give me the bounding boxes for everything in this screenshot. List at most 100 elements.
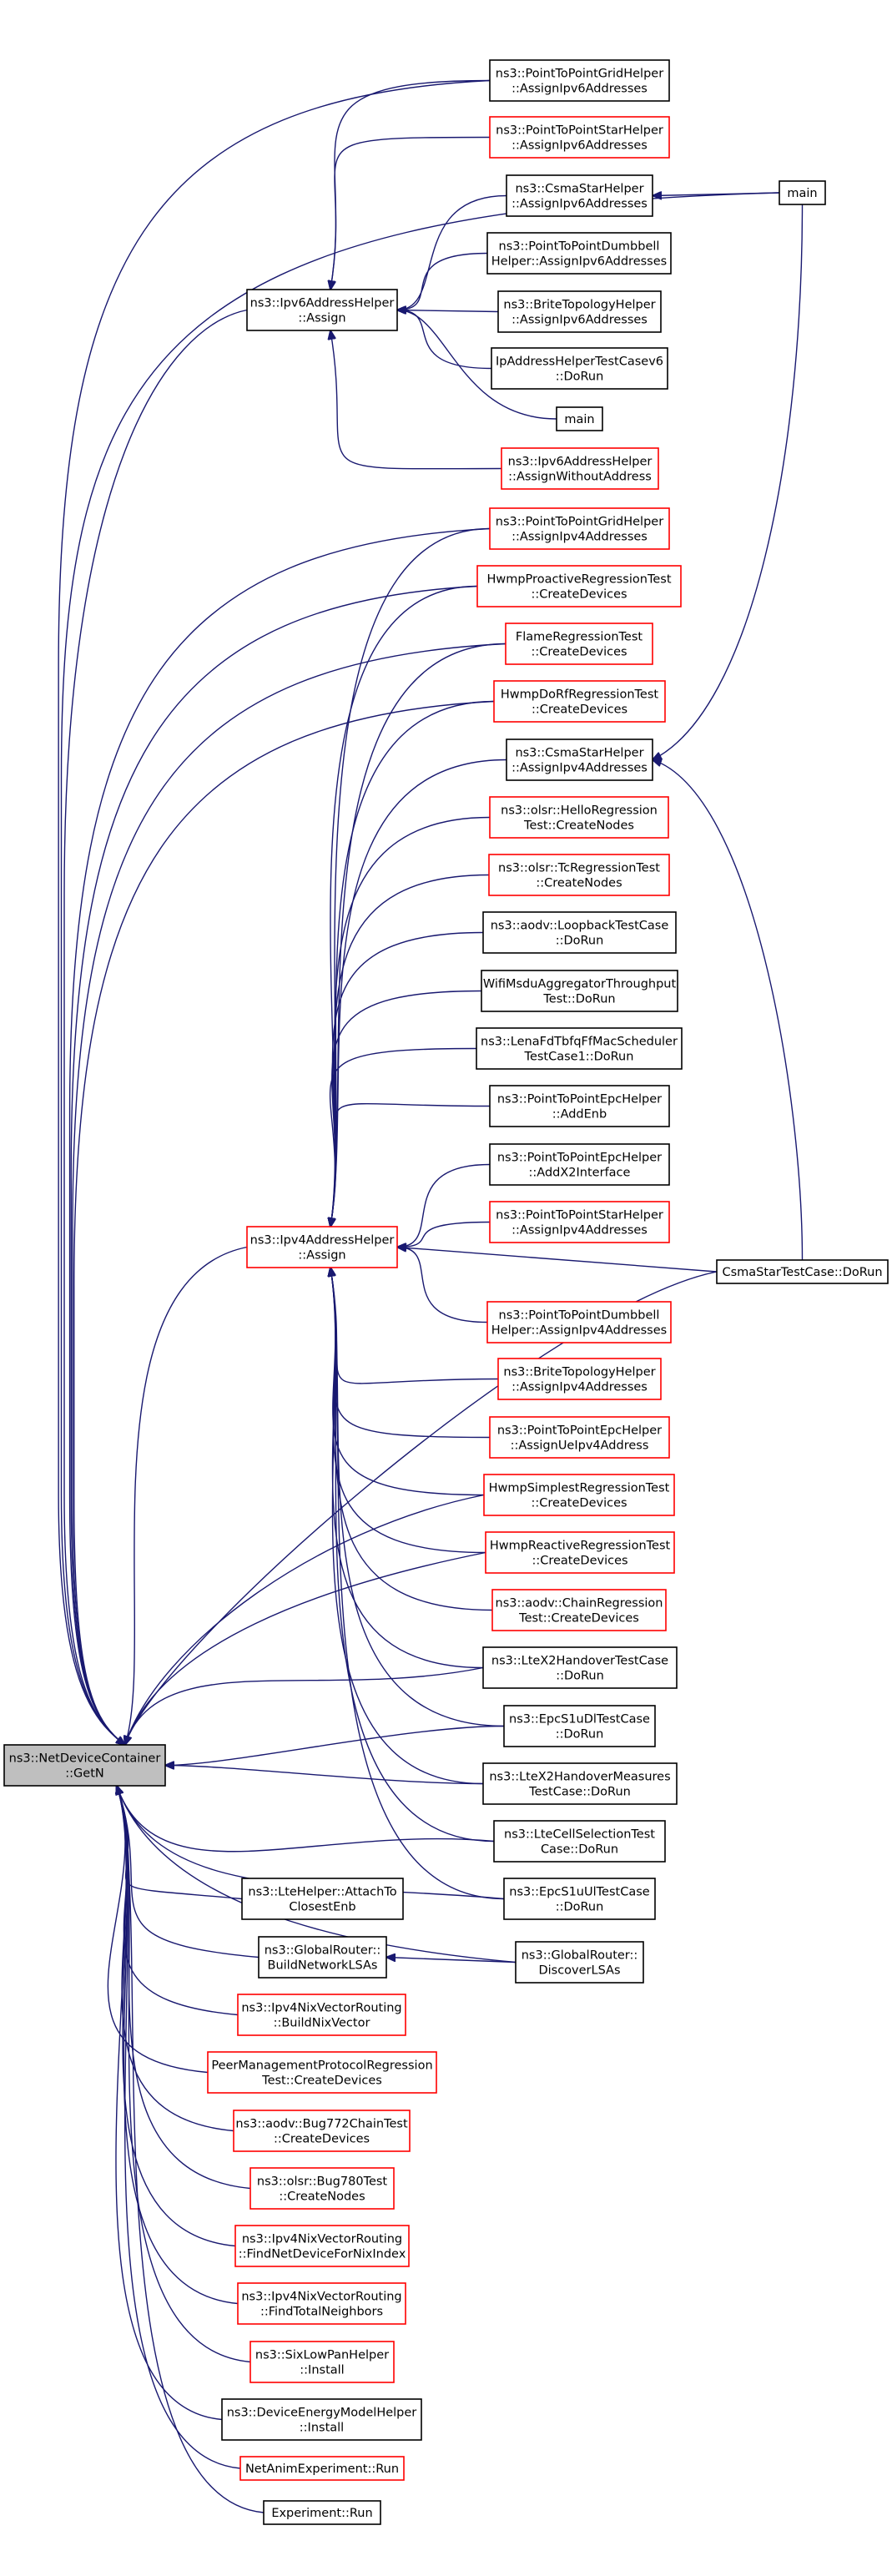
node-label-line: HwmpReactiveRegressionTest (490, 1540, 671, 1553)
node-aodvbug[interactable]: ns3::aodv::Bug772ChainTest::CreateDevice… (233, 2110, 411, 2152)
node-lenafd[interactable]: ns3::LenaFdTbfqFfMacSchedulerTestCase1::… (476, 1027, 683, 1070)
node-brite6[interactable]: ns3::BriteTopologyHelper::AssignIpv6Addr… (497, 290, 662, 333)
node-box (207, 2051, 437, 2094)
node-grbuild[interactable]: ns3::GlobalRouter::BuildNetworkLSAs (258, 1936, 387, 1979)
node-label-line: ns3::DeviceEnergyModelHelper (227, 2407, 417, 2420)
node-main-right[interactable]: main (779, 180, 826, 205)
node-label-line: ::AssignIpv6Addresses (512, 314, 648, 327)
node-iptest6[interactable]: IpAddressHelperTestCasev6::DoRun (491, 347, 668, 390)
call-edge-grdiscover-to-getn (117, 1786, 517, 1964)
node-p2pstar6[interactable]: ns3::PointToPointStarHelper::AssignIpv6A… (489, 116, 670, 159)
call-edge-p2pstar4-to-ipv4assign (397, 1221, 491, 1248)
call-edge-flame-to-getn (72, 643, 506, 1746)
node-hwmpdorf[interactable]: HwmpDoRfRegressionTest::CreateDevices (493, 680, 666, 723)
node-nixfind[interactable]: ns3::Ipv4NixVectorRouting::FindNetDevice… (234, 2225, 410, 2267)
node-p2pepcue[interactable]: ns3::PointToPointEpcHelper::AssignUeIpv4… (489, 1416, 670, 1459)
call-edge-p2pepcenb-to-ipv4assign (330, 1102, 491, 1227)
call-edge-aodvchain-to-ipv4assign (330, 1268, 493, 1611)
node-main-small[interactable]: main (556, 406, 603, 431)
node-label-line: Test::CreateNodes (523, 819, 634, 833)
node-box (476, 565, 682, 607)
node-ltex2ho[interactable]: ns3::LteX2HandoverTestCase::DoRun (482, 1646, 678, 1689)
node-csmastar6[interactable]: ns3::CsmaStarHelper::AssignIpv6Addresses (506, 174, 653, 217)
node-label-line: ::AddX2Interface (529, 1167, 631, 1180)
node-experiment[interactable]: Experiment::Run (263, 2500, 381, 2525)
node-netanim[interactable]: NetAnimExperiment::Run (239, 2456, 405, 2481)
node-label-line: ::FindNetDeviceForNixIndex (239, 2248, 406, 2261)
node-olsrbug[interactable]: ns3::olsr::Bug780Test::CreateNodes (249, 2167, 395, 2210)
node-ipv6without[interactable]: ns3::Ipv6AddressHelper::AssignWithoutAdd… (501, 447, 659, 490)
node-p2pstar4[interactable]: ns3::PointToPointStarHelper::AssignIpv4A… (489, 1201, 670, 1243)
node-p2pgrid6[interactable]: ns3::PointToPointGridHelper::AssignIpv6A… (489, 59, 670, 102)
node-label-line: ns3::LenaFdTbfqFfMacScheduler (481, 1036, 678, 1049)
node-box (246, 289, 398, 331)
node-dumbbell4[interactable]: ns3::PointToPointDumbbellHelper::AssignI… (486, 1301, 672, 1343)
node-box (246, 1226, 398, 1268)
node-flame[interactable]: FlameRegressionTest::CreateDevices (505, 623, 653, 665)
node-box (239, 2456, 405, 2481)
node-hwmpproactive[interactable]: HwmpProactiveRegressionTest::CreateDevic… (476, 565, 682, 607)
node-dumbbell6[interactable]: ns3::PointToPointDumbbellHelper::AssignI… (486, 232, 672, 275)
node-label-line: ::AssignIpv4Addresses (512, 1224, 648, 1238)
node-olsrhello[interactable]: ns3::olsr::HelloRegressionTest::CreateNo… (489, 796, 669, 839)
call-edge-csmastar4-to-ipv4assign (330, 759, 507, 1228)
node-hwmpreactive[interactable]: HwmpReactiveRegressionTest::CreateDevice… (485, 1531, 675, 1574)
node-box (491, 347, 668, 390)
node-peermgmt[interactable]: PeerManagementProtocolRegressionTest::Cr… (207, 2051, 437, 2094)
node-box (3, 1744, 166, 1787)
node-p2pepcenb[interactable]: ns3::PointToPointEpcHelper::AddEnb (489, 1085, 670, 1127)
node-getn[interactable]: ns3::NetDeviceContainer::GetN (3, 1744, 166, 1787)
node-csmastar4[interactable]: ns3::CsmaStarHelper::AssignIpv4Addresses (506, 739, 653, 781)
node-ltex2hom[interactable]: ns3::LteX2HandoverMeasuresTestCase::DoRu… (482, 1762, 678, 1805)
node-olsrtc[interactable]: ns3::olsr::TcRegressionTest::CreateNodes (488, 854, 670, 896)
node-label-line: ns3::PointToPointEpcHelper (497, 1093, 662, 1107)
call-edge-hwmpdorf-to-getn (73, 700, 495, 1746)
node-csmastartest[interactable]: CsmaStarTestCase::DoRun (716, 1259, 889, 1284)
node-aodvchain[interactable]: ns3::aodv::ChainRegressionTest::CreateDe… (491, 1589, 667, 1631)
node-label-line: ::AssignIpv6Addresses (512, 139, 648, 153)
node-box (263, 2500, 381, 2525)
node-label-line: ns3::Ipv6AddressHelper (508, 456, 653, 469)
node-label-line: ::CreateDevices (532, 1555, 627, 1568)
node-box (234, 2225, 410, 2267)
node-label-line: main (564, 413, 594, 426)
node-sixlowpan[interactable]: ns3::SixLowPanHelper::Install (249, 2341, 395, 2383)
node-label-line: Case::DoRun (541, 1843, 618, 1857)
node-label-line: ns3::Ipv4NixVectorRouting (242, 2233, 402, 2246)
node-label-line: ::AssignIpv4Addresses (512, 762, 648, 775)
node-label-line: HwmpDoRfRegressionTest (501, 688, 658, 702)
call-edge-ipv6assign-to-getn (63, 309, 248, 1746)
node-nixbuild[interactable]: ns3::Ipv4NixVectorRouting::BuildNixVecto… (237, 1994, 406, 2036)
call-edge-brite6-to-ipv6assign (397, 310, 499, 312)
node-nixneigh[interactable]: ns3::Ipv4NixVectorRouting::FindTotalNeig… (237, 2282, 406, 2325)
node-label-line: ns3::olsr::Bug780Test (257, 2175, 388, 2189)
node-grdiscover[interactable]: ns3::GlobalRouter::DiscoverLSAs (515, 1941, 644, 1984)
call-edge-csmastartest-to-csmastar4 (653, 760, 804, 1261)
node-label-line: ns3::SixLowPanHelper (255, 2349, 389, 2362)
node-box (486, 232, 672, 275)
call-edge-experiment-to-getn (117, 1786, 265, 2513)
call-edge-ltecellsel-to-getn (117, 1786, 495, 1853)
node-p2pgrid4[interactable]: ns3::PointToPointGridHelper::AssignIpv4A… (489, 507, 670, 550)
node-brite4[interactable]: ns3::BriteTopologyHelper::AssignIpv4Addr… (497, 1358, 662, 1400)
call-edge-lteattach-to-getn (117, 1786, 243, 1900)
node-label-line: ::CreateNodes (536, 877, 622, 890)
node-ipv6assign[interactable]: ns3::Ipv6AddressHelper::Assign (246, 289, 398, 331)
node-epcs1uul[interactable]: ns3::EpcS1uUlTestCase::DoRun (503, 1878, 656, 1920)
node-p2pepcx2[interactable]: ns3::PointToPointEpcHelper::AddX2Interfa… (489, 1143, 670, 1186)
node-epcs1udl[interactable]: ns3::EpcS1uDlTestCase::DoRun (503, 1705, 656, 1747)
node-aodvloop[interactable]: ns3::aodv::LoopbackTestCase::DoRun (482, 911, 677, 954)
node-box (489, 1201, 670, 1243)
node-box (233, 2110, 411, 2152)
node-box (489, 507, 670, 550)
node-hwmpsimplest[interactable]: HwmpSimplestRegressionTest::CreateDevice… (483, 1474, 675, 1516)
node-energy[interactable]: ns3::DeviceEnergyModelHelper::Install (221, 2398, 422, 2441)
node-label-line: FlameRegressionTest (516, 631, 643, 644)
node-ipv4assign[interactable]: ns3::Ipv4AddressHelper::Assign (246, 1226, 398, 1268)
call-edge-p2pgrid6-to-getn (58, 79, 491, 1746)
call-edge-grdiscover-to-grbuild (386, 1958, 517, 1964)
node-label-line: ns3::Ipv4AddressHelper (250, 1234, 395, 1248)
